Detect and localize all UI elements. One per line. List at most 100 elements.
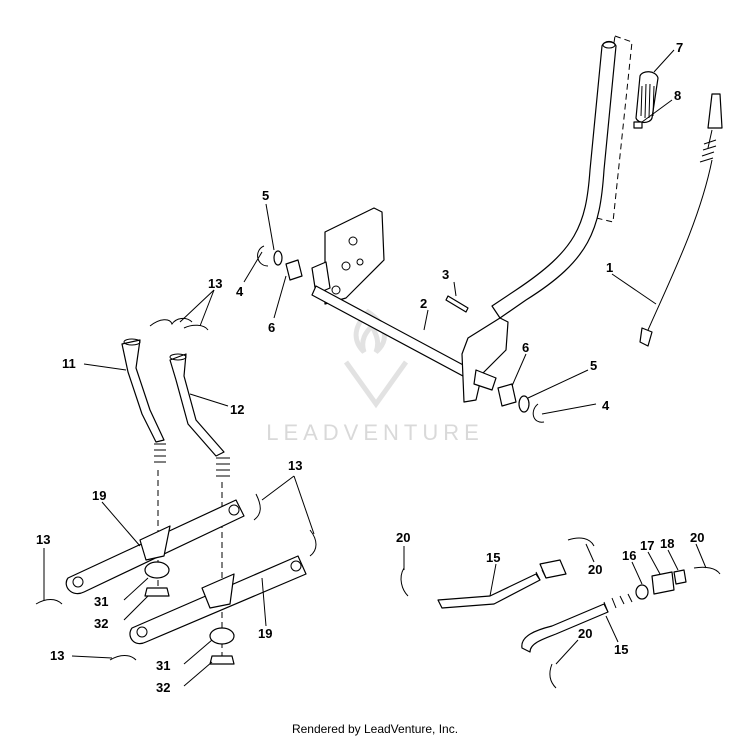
rod-spring bbox=[699, 139, 717, 163]
bushing-right bbox=[497, 383, 517, 407]
lift-arm-lower bbox=[129, 555, 307, 645]
e-clip-right bbox=[532, 403, 545, 423]
rod-15b-thread bbox=[603, 593, 633, 613]
lift-arm-19b-boss bbox=[201, 573, 235, 609]
lift-arm-upper bbox=[65, 499, 245, 595]
nut-32a bbox=[144, 587, 170, 597]
callout-20: 20 bbox=[588, 562, 602, 577]
callout-labels: 1 2 3 4 4 5 5 6 6 7 8 11 12 13 13 13 13 … bbox=[36, 40, 704, 695]
lift-link-11 bbox=[121, 338, 166, 463]
hairpin-clip bbox=[35, 599, 63, 605]
lift-shaft-assembly bbox=[311, 40, 617, 403]
plate-hole bbox=[331, 285, 341, 295]
rod-end-fitting bbox=[639, 327, 653, 347]
washer-left bbox=[273, 250, 283, 266]
callout-19: 19 bbox=[92, 488, 106, 503]
hairpin-clip-20 bbox=[400, 567, 409, 597]
callout-32: 32 bbox=[156, 680, 170, 695]
arm-hole bbox=[72, 576, 84, 588]
link-12-thread bbox=[216, 457, 230, 477]
adjust-rod-upper bbox=[437, 559, 567, 609]
spacer-31b bbox=[209, 627, 235, 645]
plate-hole bbox=[356, 258, 364, 266]
pin-part bbox=[445, 295, 469, 313]
callout-13: 13 bbox=[288, 458, 302, 473]
rod-wire bbox=[647, 129, 713, 331]
callout-16: 16 bbox=[622, 548, 636, 563]
nut-32b bbox=[209, 655, 235, 665]
hairpin-clip-20 bbox=[567, 537, 595, 547]
callout-7: 7 bbox=[676, 40, 683, 55]
left-shaft-hardware bbox=[257, 245, 303, 281]
hairpin-clip-20 bbox=[549, 663, 557, 689]
plate-hole bbox=[341, 261, 351, 271]
callout-31: 31 bbox=[94, 594, 108, 609]
spacer-nut-left bbox=[144, 561, 170, 597]
leader-lines bbox=[43, 49, 707, 687]
rod-15a bbox=[437, 573, 541, 609]
shaft-end bbox=[473, 369, 497, 391]
hairpin-clip bbox=[149, 317, 193, 327]
hairpin-clip bbox=[309, 529, 317, 557]
link-bar-12 bbox=[169, 353, 225, 457]
callout-13: 13 bbox=[208, 276, 222, 291]
arm-hole bbox=[228, 504, 240, 516]
nut-18 bbox=[673, 569, 687, 585]
grip-nut bbox=[633, 121, 643, 129]
callout-5: 5 bbox=[590, 358, 597, 373]
callout-20: 20 bbox=[578, 626, 592, 641]
lift-arm-19a-boss bbox=[139, 525, 171, 561]
callout-13: 13 bbox=[36, 532, 50, 547]
callout-4: 4 bbox=[602, 398, 610, 413]
washer-16 bbox=[635, 584, 649, 600]
callout-32: 32 bbox=[94, 616, 108, 631]
callout-31: 31 bbox=[156, 658, 170, 673]
mounting-plate bbox=[324, 207, 385, 305]
callout-11: 11 bbox=[62, 356, 76, 371]
callout-3: 3 bbox=[442, 267, 449, 282]
hairpin-clip bbox=[109, 655, 137, 661]
rod-knob bbox=[707, 93, 723, 129]
handle-tube-end bbox=[602, 41, 616, 49]
spacer-31a bbox=[144, 561, 170, 579]
handle-grip-part bbox=[633, 71, 659, 129]
callout-19: 19 bbox=[258, 626, 272, 641]
callout-4: 4 bbox=[236, 284, 244, 299]
hairpin-clip-20 bbox=[693, 566, 721, 575]
callout-6: 6 bbox=[268, 320, 275, 335]
callout-17: 17 bbox=[640, 538, 654, 553]
e-clip-left bbox=[257, 245, 269, 267]
link-12-end bbox=[169, 353, 187, 361]
adjust-rod-lower bbox=[521, 593, 633, 653]
render-credit: Rendered by LeadVenture, Inc. bbox=[291, 722, 459, 736]
callout-2: 2 bbox=[420, 296, 427, 311]
callout-15: 15 bbox=[614, 642, 628, 657]
hairpin-clip bbox=[253, 493, 261, 521]
callout-8: 8 bbox=[674, 88, 681, 103]
callout-6: 6 bbox=[522, 340, 529, 355]
callout-15: 15 bbox=[486, 550, 500, 565]
release-rod-part bbox=[639, 93, 723, 347]
link-11-thread bbox=[154, 443, 166, 463]
watermark-text: LEADVENTURE bbox=[266, 420, 484, 445]
hairpin-clip bbox=[183, 324, 209, 331]
lift-link-12 bbox=[169, 353, 230, 477]
link-11-end bbox=[123, 338, 141, 346]
grip bbox=[635, 71, 659, 124]
grip-ribs bbox=[640, 83, 655, 119]
watermark-chevron-icon bbox=[343, 360, 409, 409]
right-shaft-hardware bbox=[497, 383, 545, 423]
callout-1: 1 bbox=[606, 260, 613, 275]
rod-15b bbox=[521, 603, 609, 653]
link-bar-11 bbox=[121, 339, 165, 443]
washer-right bbox=[518, 395, 530, 413]
callout-12: 12 bbox=[230, 402, 244, 417]
spacer-nut-right bbox=[209, 627, 235, 665]
trunnion-17 bbox=[651, 571, 675, 595]
arm-hole bbox=[136, 626, 148, 638]
leadventure-watermark: LEADVENTURE bbox=[266, 308, 484, 445]
lift-handle bbox=[491, 40, 617, 319]
callout-18: 18 bbox=[660, 536, 674, 551]
